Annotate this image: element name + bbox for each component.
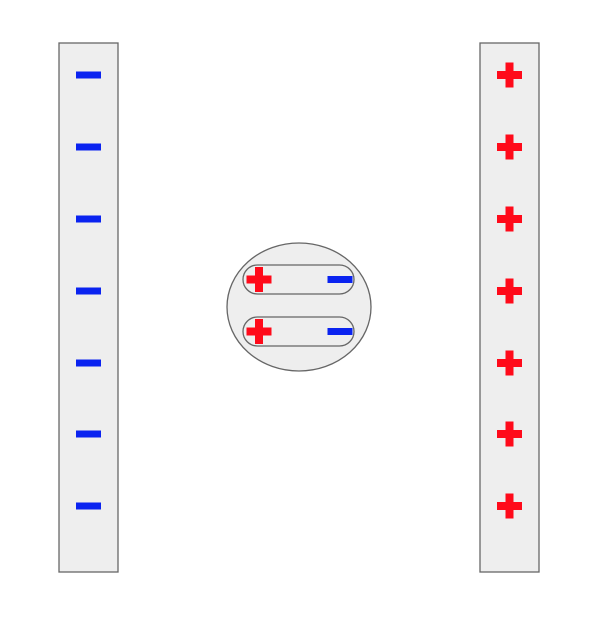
plus-sign-icon [497, 350, 522, 376]
right-plate [479, 42, 540, 573]
minus-sign-icon [327, 328, 353, 335]
plus-sign-icon [246, 267, 272, 292]
dipole-bottom [242, 316, 355, 347]
minus-sign-icon [76, 430, 101, 438]
left-plate [58, 42, 119, 573]
neutral-object [226, 242, 372, 372]
plus-sign-icon [246, 319, 272, 344]
minus-sign-icon [76, 502, 101, 510]
plus-sign-icon [497, 62, 522, 88]
plus-sign-icon [497, 493, 522, 519]
minus-sign-icon [76, 215, 101, 223]
plus-sign-icon [497, 206, 522, 232]
plus-sign-icon [497, 421, 522, 447]
dipole-top [242, 264, 355, 295]
minus-sign-icon [76, 143, 101, 151]
minus-sign-icon [76, 71, 101, 79]
minus-sign-icon [76, 287, 101, 295]
minus-sign-icon [76, 359, 101, 367]
plus-sign-icon [497, 278, 522, 304]
minus-sign-icon [327, 276, 353, 283]
plus-sign-icon [497, 134, 522, 160]
